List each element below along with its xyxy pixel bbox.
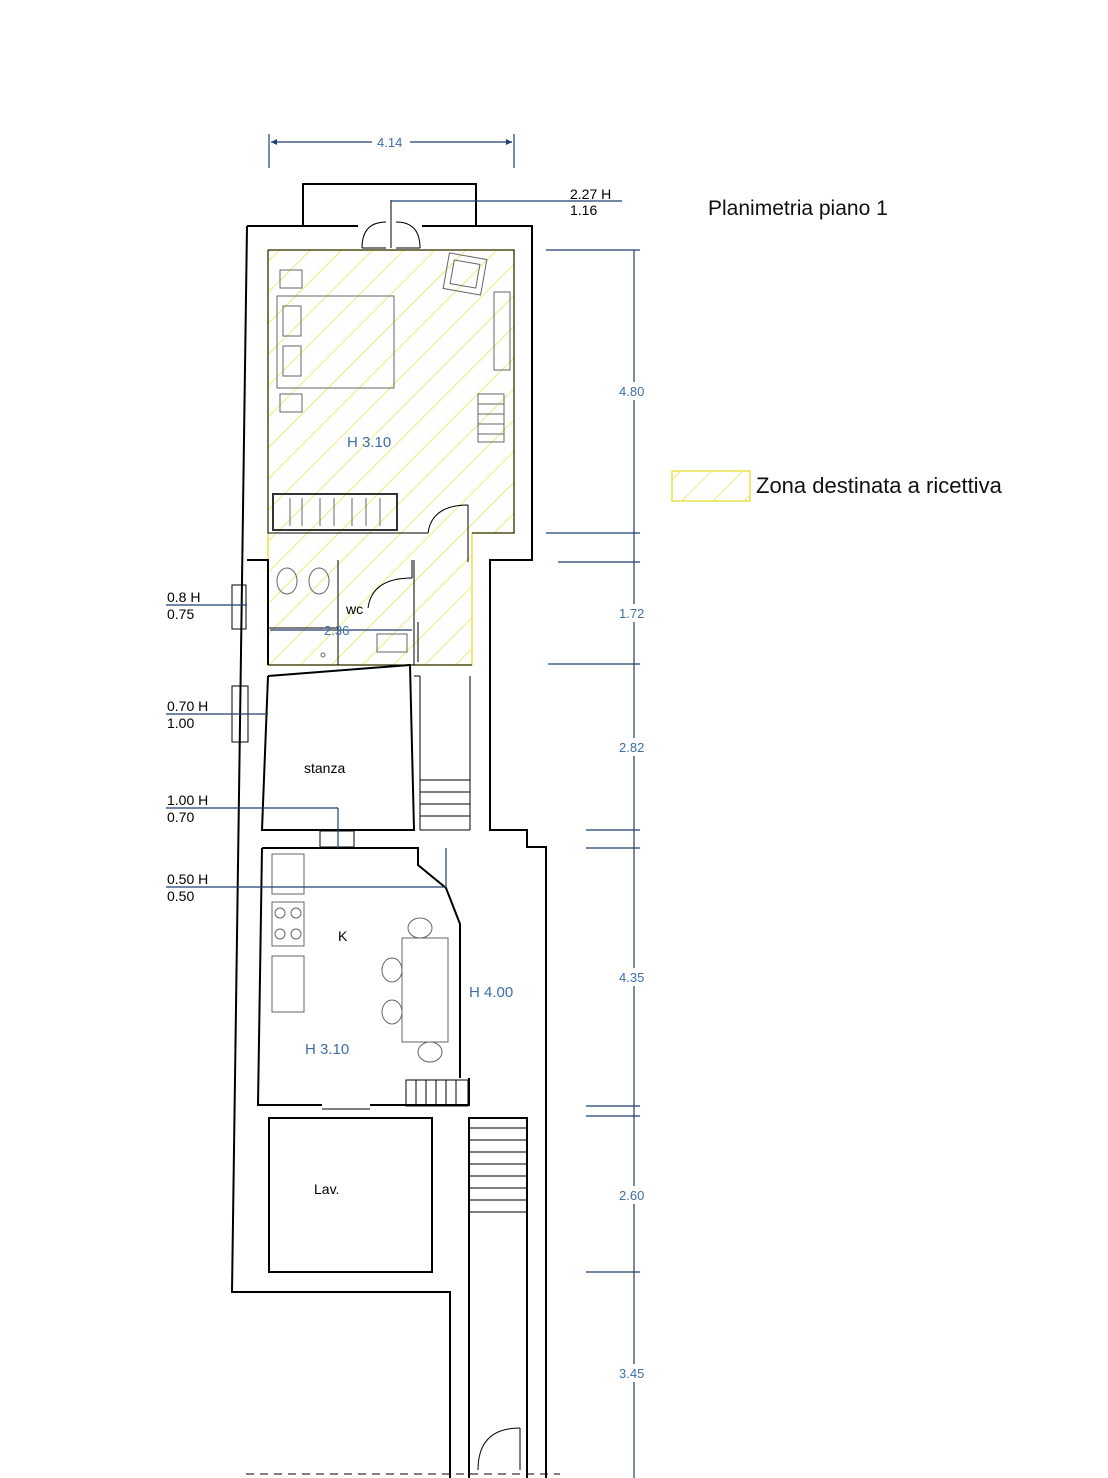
opening-annotation-3: 0.70 H 1.00 <box>166 698 268 731</box>
right-dimensions: 4.80 1.72 2.82 4.35 2.60 3.45 <box>546 249 658 1478</box>
legend: Zona destinata a ricettiva <box>671 470 1003 502</box>
laundry-label: Lav. <box>314 1181 339 1197</box>
opening-annotation-5: 0.50 H 0.50 <box>166 848 447 904</box>
armchair <box>442 252 488 296</box>
opening-5-w: 0.50 <box>167 888 194 904</box>
opening-2-w: 0.75 <box>167 606 194 622</box>
legend-swatch <box>671 470 751 502</box>
dim-right-2: 1.72 <box>619 606 644 621</box>
opening-2-h: 0.8 H <box>167 589 200 605</box>
opening-1-w: 1.16 <box>570 202 597 218</box>
stairs-middle <box>420 676 471 831</box>
balcony-door <box>361 200 421 249</box>
outer-walls <box>230 225 547 1478</box>
opening-annotation-1: 2.27 H 1.16 <box>391 186 622 218</box>
hall-height: H 4.00 <box>469 984 513 1001</box>
kitchen-label: K <box>338 928 348 944</box>
wardrobe-right <box>477 291 511 443</box>
dim-right-3: 2.82 <box>619 740 644 755</box>
balcony <box>302 183 477 226</box>
dim-right-6: 3.45 <box>619 1366 644 1381</box>
stanza-label: stanza <box>304 760 345 776</box>
hatched-zone <box>267 249 515 666</box>
laundry-room <box>268 1117 433 1273</box>
opening-4-w: 0.70 <box>167 809 194 825</box>
bedroom-door <box>427 504 469 562</box>
bathroom <box>247 559 472 666</box>
legend-label: Zona destinata a ricettiva <box>756 473 1003 498</box>
bedroom-height: H 3.10 <box>347 434 391 451</box>
wc-width: 2.36 <box>324 623 349 638</box>
opening-3-w: 1.00 <box>167 715 194 731</box>
dim-right-4: 4.35 <box>619 970 644 985</box>
kitchen-height: H 3.10 <box>305 1041 349 1058</box>
opening-5-h: 0.50 H <box>167 871 208 887</box>
stairs-lower <box>469 1127 527 1213</box>
wc-label: wc <box>345 601 363 617</box>
stairs-kitchen <box>405 1079 469 1107</box>
top-width-label: 4.14 <box>377 135 402 150</box>
wardrobe-bottom <box>272 493 398 531</box>
opening-1-h: 2.27 H <box>570 186 611 202</box>
opening-annotation-4: 1.00 H 0.70 <box>166 792 339 848</box>
opening-4-h: 1.00 H <box>167 792 208 808</box>
dim-right-1: 4.80 <box>619 384 644 399</box>
opening-annotation-2: 0.8 H 0.75 <box>166 589 247 622</box>
opening-3-h: 0.70 H <box>167 698 208 714</box>
plan-title: Planimetria piano 1 <box>708 197 888 220</box>
entrance-door <box>246 1427 560 1475</box>
bed <box>276 269 395 413</box>
top-dimension: 4.14 <box>268 134 515 168</box>
kitchen-room <box>256 830 470 1110</box>
dim-right-5: 2.60 <box>619 1188 644 1203</box>
